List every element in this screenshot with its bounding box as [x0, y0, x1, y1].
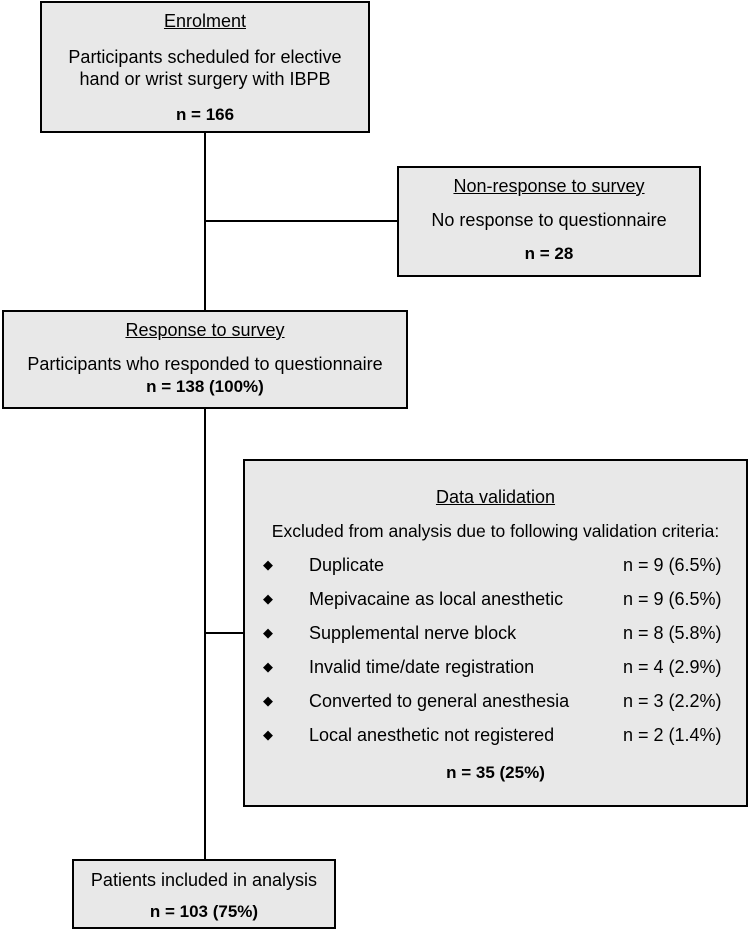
data-validation-count: n = 35 (25%): [446, 763, 545, 782]
criterion-value: n = 3 (2.2%): [623, 691, 722, 711]
non-response-heading: Non-response to survey: [453, 176, 645, 196]
data-validation-box: Data validation Excluded from analysis d…: [243, 459, 748, 807]
bullet-icon: ◆: [263, 625, 273, 640]
bullet-icon: ◆: [263, 591, 273, 606]
enrolment-count: n = 166: [175, 105, 235, 124]
analysis-box: Patients included in analysis n = 103 (7…: [72, 859, 336, 929]
criterion-label: Mepivacaine as local anesthetic: [309, 589, 564, 609]
bullet-icon: ◆: [263, 557, 273, 572]
response-heading: Response to survey: [125, 320, 285, 340]
connector-trunk-lower: [204, 408, 206, 860]
connector-branch-non-response: [204, 220, 398, 222]
criterion-label: Local anesthetic not registered: [309, 725, 555, 745]
criterion-label: Invalid time/date registration: [309, 657, 535, 677]
data-validation-intro: Excluded from analysis due to following …: [271, 521, 720, 541]
criterion-value: n = 4 (2.9%): [623, 657, 722, 677]
criterion-value: n = 8 (5.8%): [623, 623, 722, 643]
criterion-row-mepivacaine: ◆ Mepivacaine as local anesthetic n = 9 …: [245, 589, 746, 613]
connector-branch-validation: [204, 632, 244, 634]
criterion-value: n = 2 (1.4%): [623, 725, 722, 745]
criterion-label: Supplemental nerve block: [309, 623, 517, 643]
bullet-icon: ◆: [263, 659, 273, 674]
criterion-value: n = 9 (6.5%): [623, 555, 722, 575]
non-response-description: No response to questionnaire: [431, 210, 667, 230]
criterion-value: n = 9 (6.5%): [623, 589, 722, 609]
non-response-count: n = 28: [524, 244, 574, 263]
criterion-label: Duplicate: [309, 555, 385, 575]
enrolment-box: Enrolment Participants scheduled for ele…: [40, 1, 370, 133]
response-box: Response to survey Participants who resp…: [2, 310, 408, 409]
non-response-box: Non-response to survey No response to qu…: [397, 166, 701, 277]
bullet-icon: ◆: [263, 727, 273, 742]
criterion-row-not-registered: ◆ Local anesthetic not registered n = 2 …: [245, 725, 746, 749]
criterion-label: Converted to general anesthesia: [309, 691, 570, 711]
criterion-row-supplemental-block: ◆ Supplemental nerve block n = 8 (5.8%): [245, 623, 746, 647]
response-count: n = 138 (100%): [146, 377, 264, 396]
analysis-description: Patients included in analysis: [90, 870, 318, 890]
data-validation-heading: Data validation: [435, 487, 556, 507]
enrolment-heading: Enrolment: [163, 11, 247, 31]
enrolment-description-line1: Participants scheduled for elective: [68, 47, 342, 67]
enrolment-description-line2: hand or wrist surgery with IBPB: [79, 69, 331, 89]
criterion-row-invalid-time: ◆ Invalid time/date registration n = 4 (…: [245, 657, 746, 681]
bullet-icon: ◆: [263, 693, 273, 708]
criterion-row-converted-general: ◆ Converted to general anesthesia n = 3 …: [245, 691, 746, 715]
connector-trunk-upper: [204, 132, 206, 312]
response-description: Participants who responded to questionna…: [27, 354, 383, 374]
analysis-count: n = 103 (75%): [149, 902, 259, 921]
criterion-row-duplicate: ◆ Duplicate n = 9 (6.5%): [245, 555, 746, 579]
